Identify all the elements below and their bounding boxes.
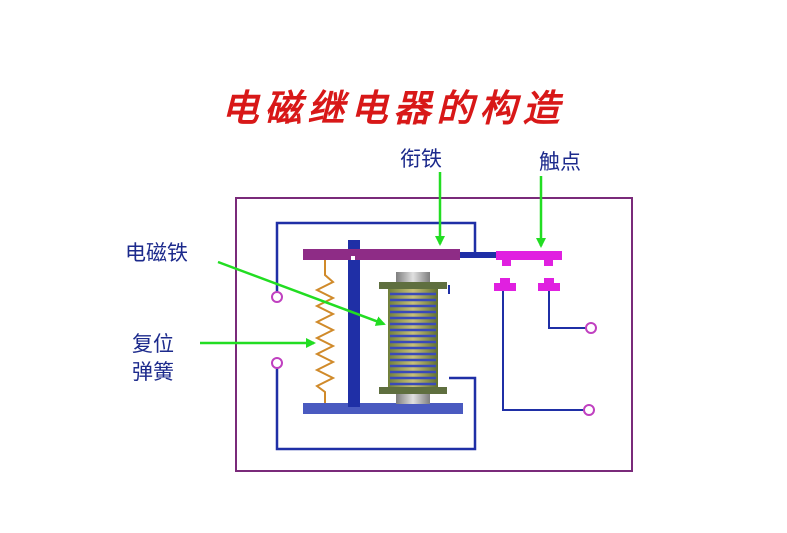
vertical-post	[348, 240, 360, 407]
terminal-right-bottom	[583, 404, 595, 416]
label-contacts: 触点	[539, 150, 581, 174]
terminal-left-bottom	[271, 357, 283, 369]
label-armature: 衔铁	[400, 147, 442, 171]
wire-work-upper	[548, 291, 586, 329]
fixed-contact-left-tip	[500, 278, 510, 283]
label-spring-line2: 弹簧	[132, 360, 174, 384]
moving-contact-tab-left	[502, 260, 511, 266]
terminal-right-top	[585, 322, 597, 334]
fixed-contact-right	[538, 283, 560, 291]
outer-frame	[235, 197, 633, 472]
label-electromagnet: 电磁铁	[125, 241, 188, 265]
core-top-cap	[379, 282, 447, 289]
coil-windings	[390, 292, 436, 386]
core-bottom-pole	[396, 394, 430, 404]
armature-link	[460, 252, 496, 258]
core-top-pole	[396, 272, 430, 282]
pointer-electromagnet	[217, 260, 386, 326]
wire-coil-top	[275, 221, 477, 292]
moving-contact-bar	[496, 251, 562, 260]
diagram-title: 电磁继电器的构造	[221, 86, 566, 130]
reset-spring	[314, 260, 336, 403]
fixed-contact-right-tip	[544, 278, 554, 283]
fixed-contact-left	[494, 283, 516, 291]
wire-coil-bottom	[275, 368, 477, 451]
label-spring-line1: 复位	[132, 332, 174, 356]
armature-bar	[303, 249, 460, 260]
moving-contact-tab-right	[544, 260, 553, 266]
pivot	[351, 256, 355, 260]
core-bottom-cap	[379, 387, 447, 394]
terminal-left-top	[271, 291, 283, 303]
wire-work-lower	[502, 291, 584, 411]
base-plate	[303, 403, 463, 414]
